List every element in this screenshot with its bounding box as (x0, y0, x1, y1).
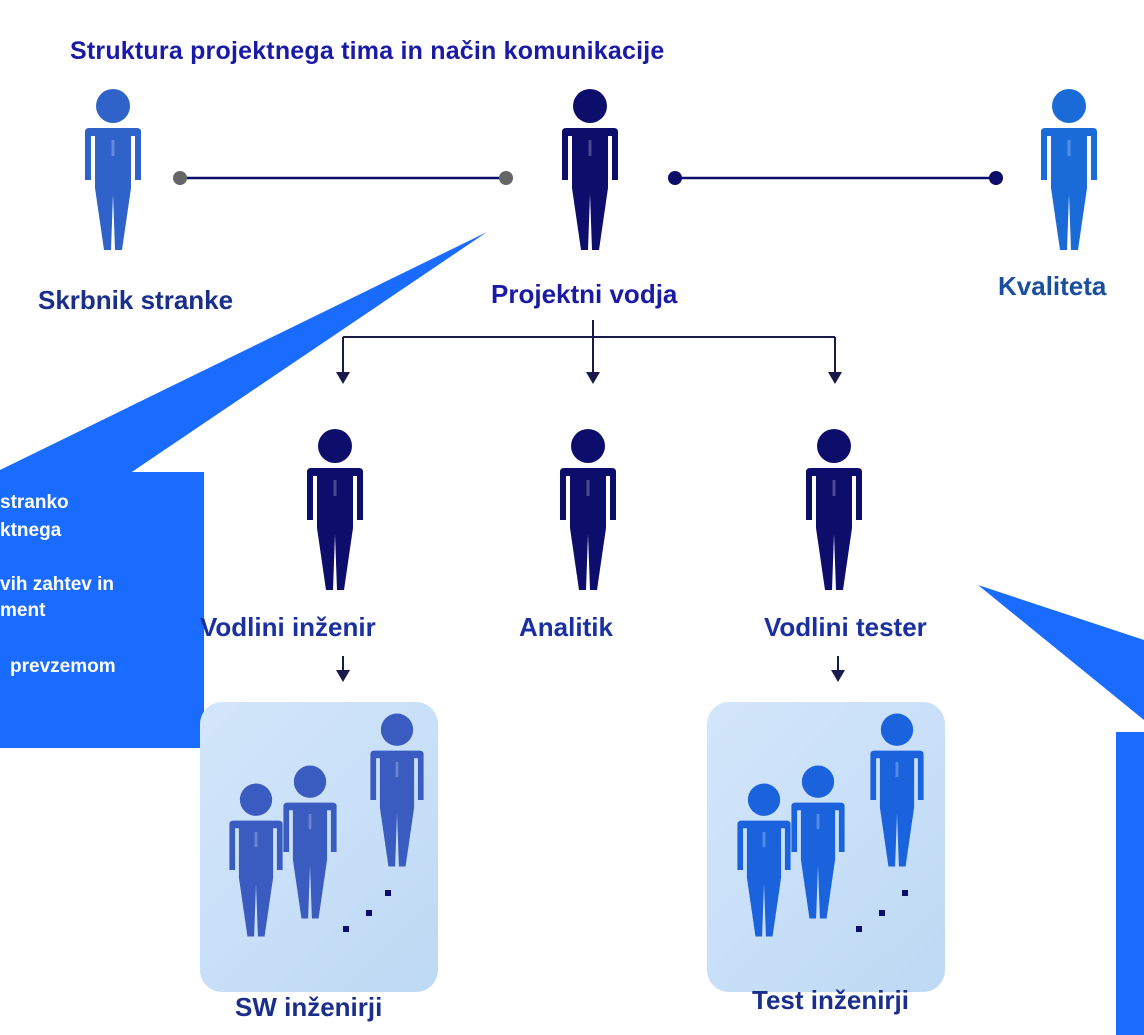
arrow-to-sw-group (336, 656, 350, 682)
connector-lead-quality (668, 171, 1003, 185)
person-lead-engineer-icon (307, 429, 363, 590)
person-analyst-icon (560, 429, 616, 590)
callout-line-1: stranko (0, 492, 69, 513)
label-sw-engineers: SW inženirji (235, 992, 383, 1022)
arrow-to-analitik (586, 372, 600, 384)
arrow-to-inzenir (336, 372, 350, 384)
callout-left-box (0, 472, 204, 748)
callout-right-pointer (978, 585, 1144, 720)
connector-client-lead (173, 171, 513, 185)
label-analyst: Analitik (519, 612, 613, 642)
callout-line-4: ment (0, 600, 46, 621)
callout-line-3: vih zahtev in (0, 574, 115, 595)
person-quality-icon (1041, 89, 1097, 250)
label-project-lead: Projektni vodja (491, 279, 678, 309)
person-client-guardian-icon (85, 89, 141, 250)
callout-left-pointer (0, 232, 487, 490)
diagram-title: Struktura projektnega tima in način komu… (70, 37, 665, 65)
label-client-guardian: Skrbnik stranke (38, 285, 234, 315)
callout-right-box (1116, 732, 1144, 1035)
person-lead-tester-icon (806, 429, 862, 590)
label-lead-engineer: Vodlini inženir (200, 612, 376, 642)
label-test-engineers: Test inženirji (752, 985, 909, 1015)
arrow-to-test-group (831, 656, 845, 682)
label-quality: Kvaliteta (998, 271, 1107, 301)
callout-line-5: prevzemom (10, 656, 116, 677)
sw-engineers-icon (229, 713, 424, 937)
callout-line-2: ktnega (0, 520, 62, 541)
person-project-lead-icon (562, 89, 618, 250)
arrow-to-tester (828, 372, 842, 384)
branch-connector (342, 320, 836, 375)
test-engineers-icon (737, 713, 924, 937)
label-lead-tester: Vodlini tester (764, 612, 927, 642)
